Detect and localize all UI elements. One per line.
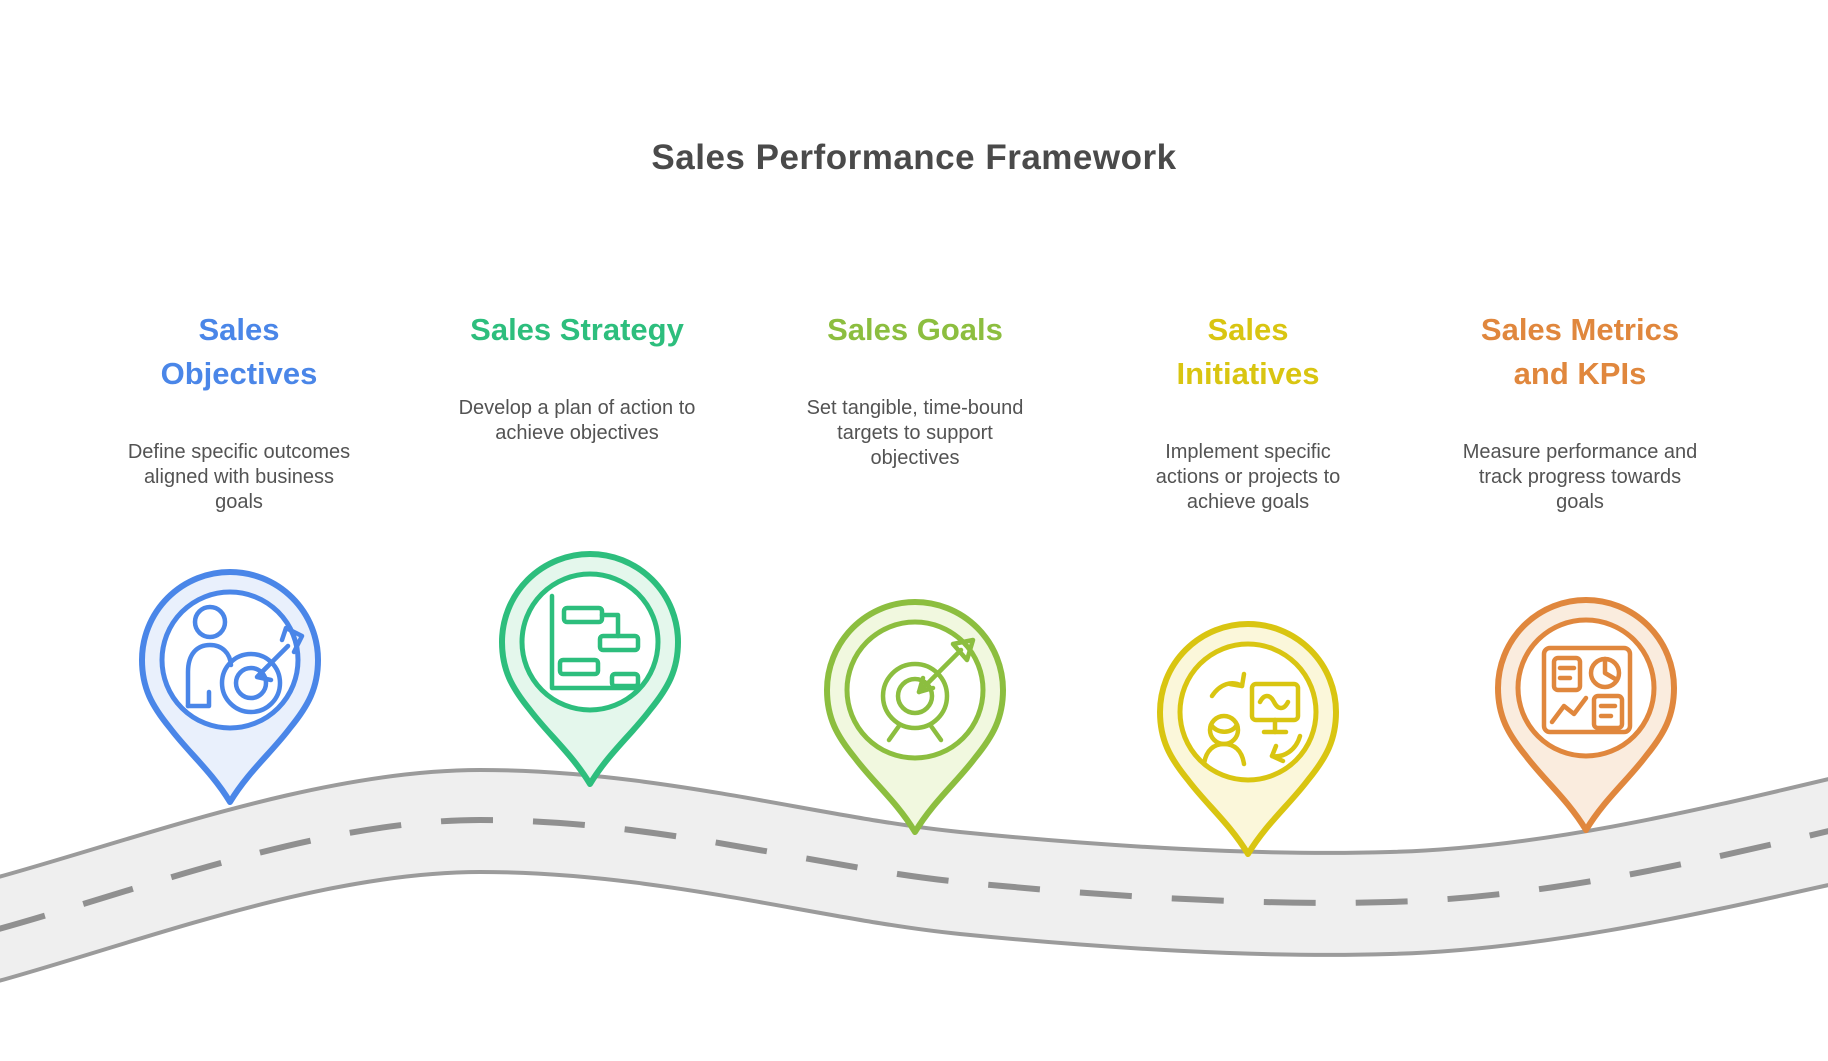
milestone-column: Sales Strategy Develop a plan of action … [417, 308, 737, 446]
milestone-description: Define specific outcomes aligned with bu… [127, 441, 351, 513]
milestone-pin [139, 569, 321, 805]
milestone-description: Develop a plan of action to achieve obje… [458, 397, 696, 444]
people-monitor-exchange-icon [1201, 671, 1303, 767]
dashboard-report-icon [1541, 645, 1633, 735]
milestone-pin [824, 599, 1006, 835]
milestone-description: Set tangible, time-bound targets to supp… [806, 397, 1024, 469]
person-target-icon [185, 604, 305, 715]
milestone-column: Sales Metrics and KPIs Measure performan… [1420, 308, 1740, 515]
milestone-description: Implement specific actions or projects t… [1155, 441, 1341, 513]
milestone-heading: Sales Metrics and KPIs [1480, 312, 1680, 391]
milestone-pin [499, 551, 681, 787]
milestone-pin [1495, 597, 1677, 833]
milestone-heading: Sales Objectives [160, 312, 318, 391]
road-edges [0, 767, 1828, 983]
milestone-description: Measure performance and track progress t… [1462, 441, 1698, 513]
milestone-pin [1157, 621, 1339, 857]
milestone-column: Sales Initiatives Implement specific act… [1088, 308, 1408, 515]
page-title: Sales Performance Framework [651, 138, 1177, 177]
milestone-column: Sales Objectives Define specific outcome… [79, 308, 399, 515]
milestone-column: Sales Goals Set tangible, time-bound tar… [755, 308, 1075, 471]
target-arrow-icon [880, 637, 976, 743]
milestone-heading: Sales Strategy [470, 312, 684, 347]
gantt-chart-icon [549, 593, 641, 691]
milestone-heading: Sales Goals [827, 312, 1003, 347]
milestone-heading: Sales Initiatives [1176, 312, 1320, 391]
